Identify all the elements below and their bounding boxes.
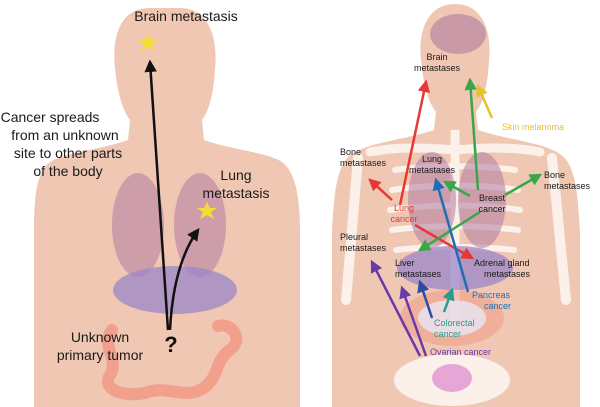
colorectal-to-liver-arrow — [417, 279, 434, 319]
bone-metastases-left-line-2: metastases — [340, 158, 387, 168]
right-lung-left — [408, 152, 456, 248]
brain-metastases-line-2: metastases — [414, 63, 461, 73]
ovarian-to-liver-arrow — [399, 285, 428, 357]
question-mark: ? — [164, 332, 177, 357]
breast-cancer-line-2: cancer — [478, 204, 505, 214]
bone-metastases-right-line-1: Bone — [544, 170, 565, 180]
lung-to-brain-arrow — [398, 79, 431, 206]
right-lung-right — [458, 152, 506, 248]
lung-spread-arrow — [168, 227, 200, 331]
unknown-tumor-line-1: Unknown — [71, 329, 129, 345]
left-lung-left — [112, 173, 164, 277]
left-intestine — [102, 319, 243, 401]
brain-star-icon — [138, 34, 158, 51]
pancreas-to-lung-arrow — [432, 177, 470, 293]
lung-star-icon — [197, 202, 217, 219]
breast-to-brain-arrow — [464, 77, 480, 191]
lung-cancer-line-1: Lung — [394, 203, 414, 213]
ovarian-cancer-label: Ovarian cancer — [430, 347, 491, 357]
bladder — [432, 364, 472, 392]
right-arm-bone — [547, 153, 571, 305]
lung-metastasis-line-2: metastasis — [203, 185, 270, 201]
ovarian-to-pleural-arrow — [370, 259, 422, 357]
liver-metastases-line-1: Liver — [395, 258, 415, 268]
pancreas-cancer-line-1: Pancreas — [472, 290, 511, 300]
spread-line-2: from an unknown — [11, 127, 118, 143]
left-arm-bone — [341, 153, 363, 305]
lung-to-bone-arrow — [368, 178, 393, 201]
left-body-silhouette — [34, 8, 300, 407]
brain-metastases-line-1: Brain — [426, 52, 447, 62]
adrenal-metastases-line-1: Adrenal gland — [474, 258, 530, 268]
spread-line-4: of the body — [33, 163, 102, 179]
pancreas-cancer-line-2: cancer — [484, 301, 511, 311]
bone-metastases-right-line-2: metastases — [544, 181, 591, 191]
unknown-tumor-line-2: primary tumor — [57, 347, 144, 363]
pleural-metastases-line-1: Pleural — [340, 232, 368, 242]
lung-metastases-line-1: Lung — [422, 154, 442, 164]
spread-line-1: Cancer spreads — [1, 109, 100, 125]
bone-metastases-left-line-1: Bone — [340, 147, 361, 157]
pleural-metastases-line-2: metastases — [340, 243, 387, 253]
small-intestine — [418, 300, 486, 336]
melanoma-to-brain-arrow — [476, 83, 494, 119]
right-brain — [430, 14, 486, 54]
lung-metastases-line-2: metastases — [409, 165, 456, 175]
brain-spread-arrow — [144, 59, 170, 331]
spread-line-3: site to other parts — [14, 145, 122, 161]
lung-to-adrenal-arrow — [414, 223, 475, 260]
liver-metastases-line-2: metastases — [395, 269, 442, 279]
colorectal-cancer-line-1: Colorectal — [434, 318, 475, 328]
colorectal-to-lung-arrow — [442, 287, 455, 313]
right-liver — [397, 246, 513, 290]
breast-cancer-line-1: Breast — [479, 193, 506, 203]
colorectal-cancer-line-2: cancer — [434, 329, 461, 339]
lung-metastasis-line-1: Lung — [220, 167, 251, 183]
brain-metastasis-label: Brain metastasis — [134, 8, 237, 24]
adrenal-metastases-line-2: metastases — [484, 269, 531, 279]
lung-cancer-line-2: cancer — [390, 214, 417, 224]
breast-to-bone-arrow — [504, 173, 543, 197]
breast-to-lung-arrow — [442, 180, 471, 198]
skin-melanoma-label: Skin melanoma — [502, 122, 564, 132]
